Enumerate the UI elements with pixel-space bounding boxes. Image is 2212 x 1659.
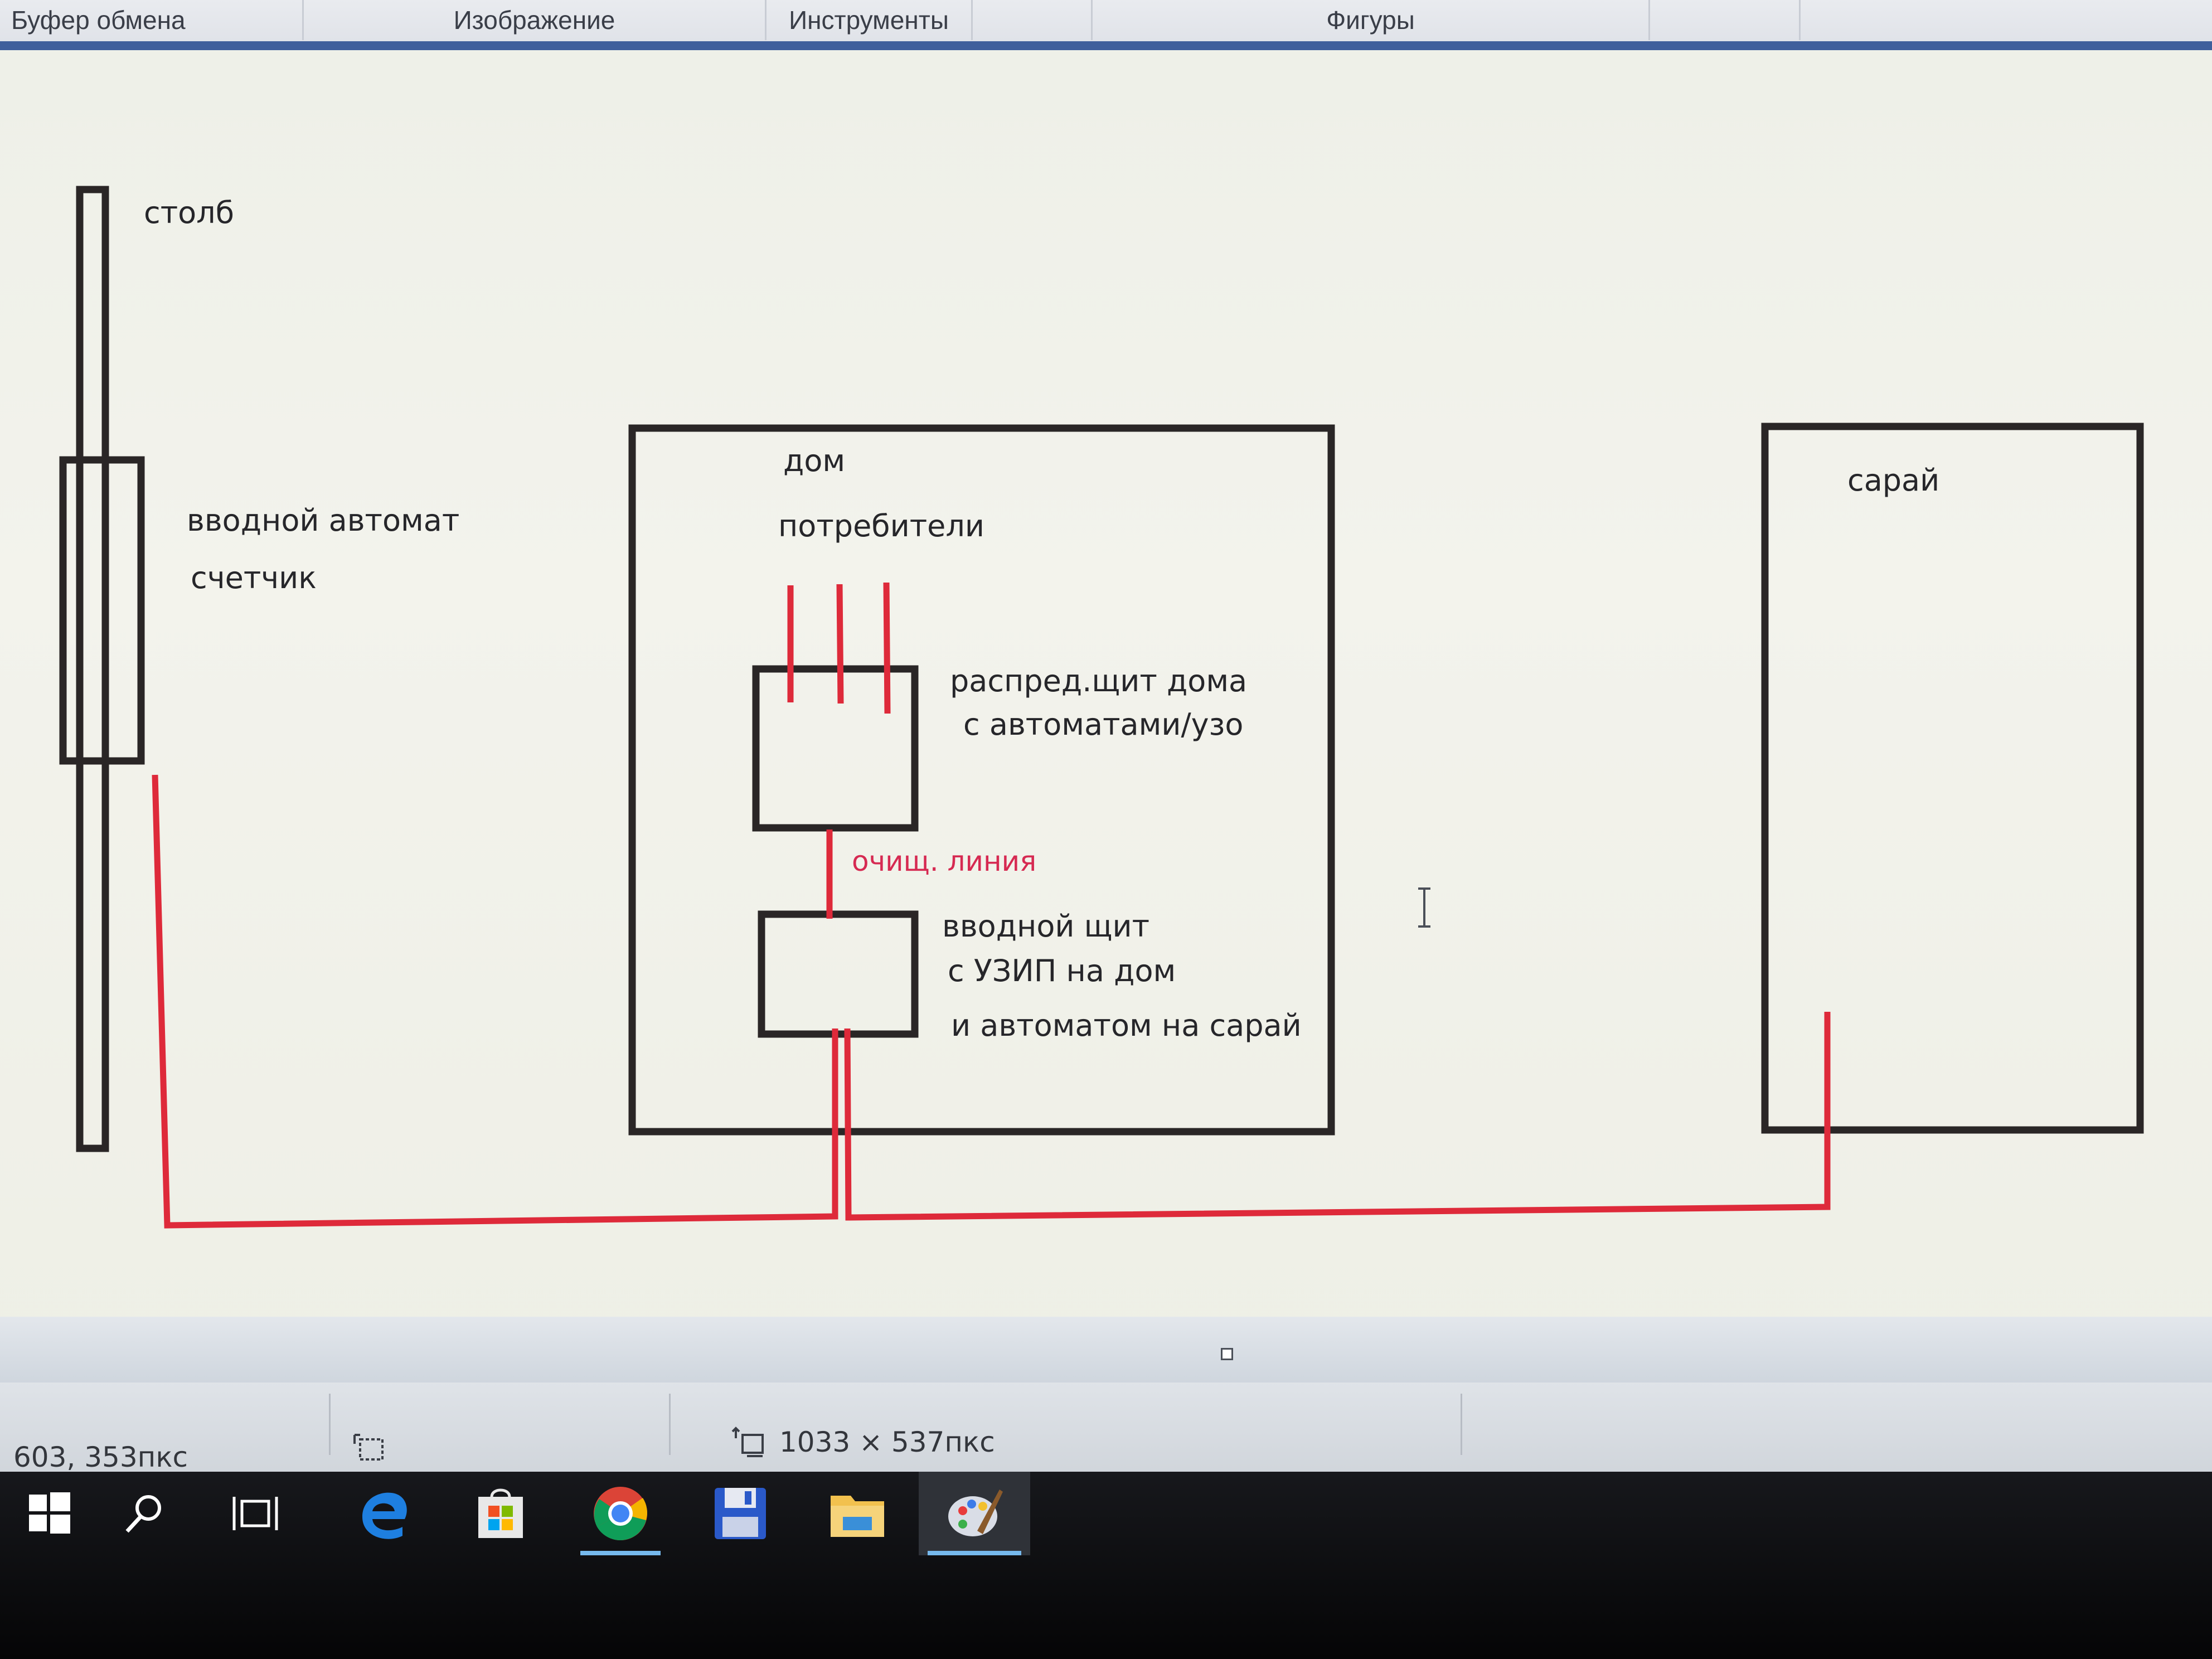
label-meter: счетчик [191, 560, 317, 595]
windows-start-icon[interactable] [0, 1472, 98, 1555]
ribbon-group-tools[interactable]: Инструменты [767, 0, 973, 40]
image-size: 1033 × 537пкс [779, 1426, 995, 1458]
label-consumers: потребители [778, 508, 984, 544]
task-view-icon[interactable] [206, 1472, 304, 1555]
ribbon-divider [0, 41, 2212, 50]
label-pole: столб [144, 195, 234, 230]
store-icon[interactable] [452, 1472, 550, 1555]
canvas-resize-handle[interactable] [1221, 1348, 1233, 1360]
taskbar [0, 1472, 2212, 1659]
meter-box-shape [59, 456, 145, 765]
search-icon[interactable] [95, 1472, 193, 1555]
consumer-wire-2 [836, 584, 844, 704]
active-indicator [580, 1551, 661, 1555]
selection-size-icon [353, 1434, 384, 1461]
label-house: дом [783, 443, 845, 478]
canvas-border [0, 1317, 2212, 1382]
label-input-panel: вводной щит [942, 909, 1149, 944]
status-bar: 603, 353пкс 1033 × 537пкс [0, 1382, 2212, 1483]
pole-shape [76, 186, 109, 1152]
label-clean-line: очищ. линия [852, 845, 1036, 877]
floppy-app-icon[interactable] [691, 1472, 789, 1555]
ribbon-group-image[interactable]: Изображение [304, 0, 767, 40]
file-explorer-icon[interactable] [808, 1472, 906, 1555]
label-distribution-panel: распред.щит дома [950, 663, 1247, 698]
active-indicator [928, 1551, 1021, 1555]
ribbon-group-clipboard[interactable]: Буфер обмена [0, 0, 304, 40]
shed-outline [1761, 423, 2144, 1134]
paint-canvas[interactable] [0, 50, 2212, 1382]
supply-wire [152, 774, 838, 1229]
label-breaker: вводной автомат [187, 503, 459, 538]
label-input-panel-sub2: и автоматом на сарай [951, 1008, 1302, 1043]
label-distribution-panel-sub: с автоматами/узо [963, 707, 1243, 742]
paint-icon[interactable] [919, 1472, 1030, 1555]
status-separator [1461, 1394, 1462, 1455]
image-size-icon [731, 1427, 764, 1457]
consumer-wire-3 [883, 582, 891, 714]
label-shed: сарай [1847, 463, 1939, 498]
status-separator [669, 1394, 671, 1455]
shed-wire [844, 1012, 1831, 1221]
label-input-panel-sub1: с УЗИП на дом [948, 953, 1176, 988]
input-panel-shape [758, 910, 919, 1038]
distribution-panel-shape [752, 665, 919, 832]
cursor-position: 603, 353пкс [13, 1441, 188, 1473]
house-outline [628, 424, 1335, 1136]
ribbon-group-size[interactable] [1650, 0, 1801, 40]
text-cursor-icon [1418, 887, 1430, 928]
ribbon-group-brushes[interactable] [973, 0, 1093, 40]
ribbon: Буфер обмена Изображение Инструменты Фиг… [0, 0, 2212, 46]
chrome-icon[interactable] [571, 1472, 670, 1555]
edge-icon[interactable] [334, 1472, 433, 1555]
status-separator [329, 1394, 331, 1455]
ribbon-group-shapes[interactable]: Фигуры [1093, 0, 1650, 40]
